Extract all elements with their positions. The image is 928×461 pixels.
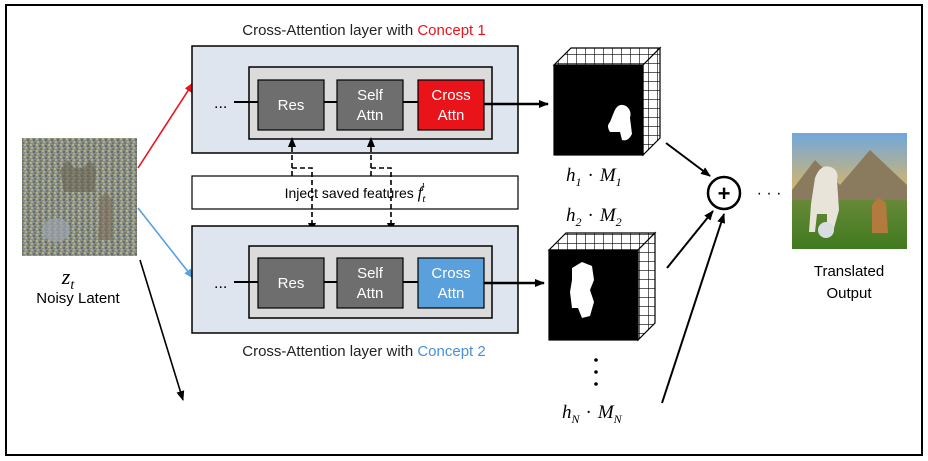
bottom-self-attn-block (336, 257, 404, 309)
latent-caption: Noisy Latent (36, 290, 120, 307)
sum-trailing-dots: · · · (757, 185, 782, 202)
arrow-hN-to-sum (661, 213, 725, 404)
top-ellipsis: ... (214, 95, 227, 112)
arrow-to-concept1 (137, 82, 194, 169)
feature-cube-concept1 (552, 46, 662, 157)
output-caption-line2: Output (826, 285, 872, 302)
top-res-label: Res (278, 97, 305, 114)
top-layer-title: Cross-Attention layer with Concept 1 (242, 22, 485, 39)
arrow-h2-to-sum (666, 210, 714, 269)
mask-cat-silhouette (570, 262, 594, 318)
arrow-to-more-layers (139, 259, 185, 401)
top-self-attn-block (336, 79, 404, 131)
mask-dog-silhouette (608, 104, 632, 141)
inject-features-box (191, 175, 519, 210)
top-cross-label-2: Attn (438, 107, 465, 124)
h1-m1-label: h1·M1 (566, 165, 622, 189)
translated-output-image (792, 133, 907, 249)
bottom-res-block (257, 257, 325, 309)
hN-mN-label: hN·MN (562, 402, 623, 426)
top-cross-label-1: Cross (431, 87, 470, 104)
h2-m2-label: h2·M2 (566, 205, 622, 229)
inject-dashed-arrows (288, 137, 395, 233)
top-cross-attn-block (417, 79, 485, 131)
bottom-cross-label-1: Cross (431, 265, 470, 282)
bottom-res-label: Res (278, 275, 305, 292)
top-self-label-2: Attn (357, 107, 384, 124)
bottom-attention-panel: ... Res Self Attn Cross Attn (191, 225, 519, 334)
noisy-latent-image (22, 138, 137, 256)
top-res-block (257, 79, 325, 131)
bottom-cross-attn-block (417, 257, 485, 309)
top-self-label-1: Self (357, 87, 384, 104)
feature-cube-concept2 (547, 231, 657, 342)
latent-symbol: zt (61, 264, 76, 293)
bottom-ellipsis: ... (214, 275, 227, 292)
bottom-self-label-1: Self (357, 265, 384, 282)
bottom-cross-label-2: Attn (438, 285, 465, 302)
bottom-layer-title: Cross-Attention layer with Concept 2 (242, 343, 485, 360)
arrow-h1-to-sum (665, 142, 711, 177)
arrow-to-concept2 (137, 207, 194, 279)
bottom-self-label-2: Attn (357, 285, 384, 302)
vertical-ellipsis (594, 358, 598, 386)
output-caption-line1: Translated (814, 263, 884, 280)
top-attention-panel: ... Res Self Attn Cross Attn (191, 45, 519, 154)
sum-plus-sign: + (718, 181, 731, 206)
sum-operator (706, 175, 742, 211)
inject-features-label: Inject saved features ftl (285, 182, 427, 205)
